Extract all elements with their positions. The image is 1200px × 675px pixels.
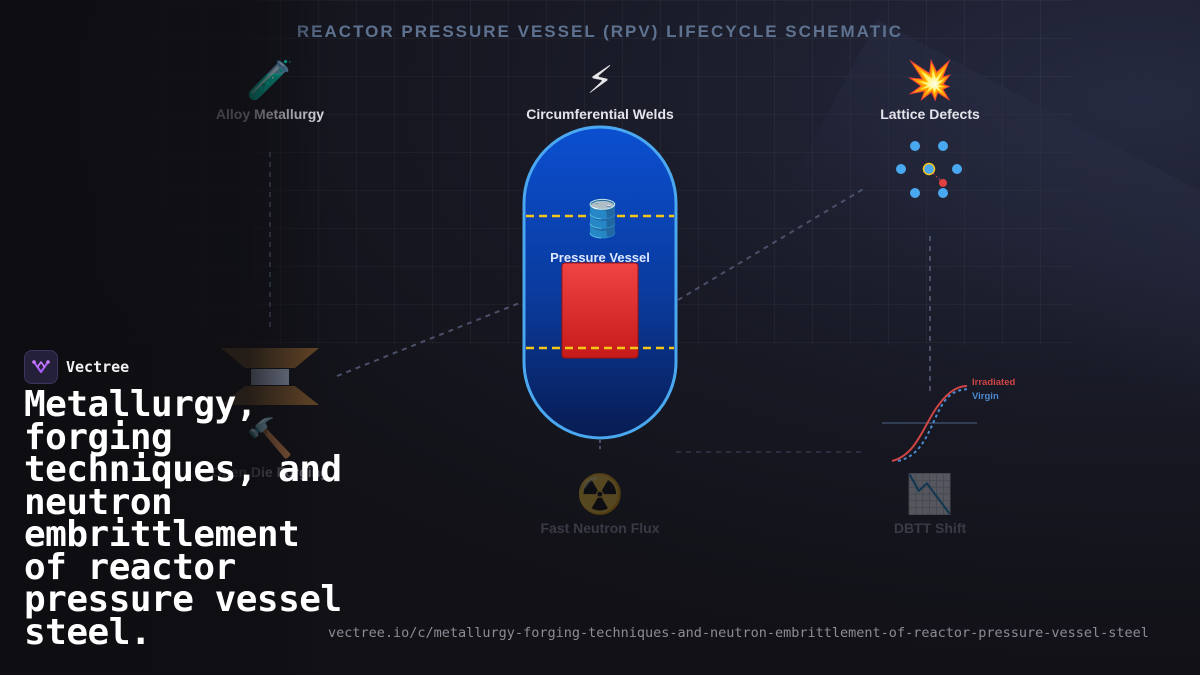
atom (910, 141, 920, 151)
schematic-title: REACTOR PRESSURE VESSEL (RPV) LIFECYCLE … (296, 22, 904, 41)
headline: Metallurgy, forging techniques, and neut… (24, 384, 342, 653)
virgin-curve (897, 388, 969, 462)
node-label: Fast Neutron Flux (540, 520, 660, 536)
atom (910, 188, 920, 198)
node-label: Circumferential Welds (526, 106, 674, 122)
legend-virgin: Virgin (972, 391, 999, 402)
reactor-core (561, 262, 639, 359)
connector-vessel-lattice (677, 187, 866, 301)
dbtt-curve-graphic (882, 385, 977, 462)
chart-decreasing-icon: 📉 (906, 472, 954, 516)
vacancy-site (922, 162, 936, 176)
displacement-path (932, 172, 942, 182)
connector-forging-vessel (336, 301, 523, 377)
lattice-graphic (896, 141, 962, 198)
brand[interactable]: Vectree (24, 350, 129, 384)
atom (896, 164, 906, 174)
node-label: DBTT Shift (893, 520, 967, 536)
oil-drum-icon: 🛢️ (580, 199, 625, 240)
collision-icon: 💥 (906, 58, 954, 102)
node-lattice-defects: 💥 Lattice Defects (810, 58, 1050, 122)
legend-irradiated: Irradiated (972, 377, 1016, 388)
atom (952, 164, 962, 174)
node-dbtt-shift: 📉 DBTT Shift (810, 472, 1050, 536)
pressure-vessel-graphic (522, 125, 678, 440)
lightning-icon: ⚡ (586, 58, 614, 102)
vectree-logo-icon (24, 350, 58, 384)
brand-name: Vectree (66, 358, 130, 376)
page-url[interactable]: vectree.io/c/metallurgy-forging-techniqu… (328, 625, 1149, 641)
atom (938, 141, 948, 151)
node-fast-neutron-flux: ☢️ Fast Neutron Flux (480, 472, 720, 536)
radioactive-icon: ☢️ (576, 472, 624, 516)
irradiated-curve (891, 385, 968, 462)
node-label: Lattice Defects (880, 106, 980, 122)
atom (938, 188, 948, 198)
vessel-label: Pressure Vessel (550, 250, 650, 265)
title-overlay (0, 0, 330, 675)
node-circumferential-welds: ⚡ Circumferential Welds (480, 58, 720, 122)
interstitial-atom (939, 179, 947, 187)
